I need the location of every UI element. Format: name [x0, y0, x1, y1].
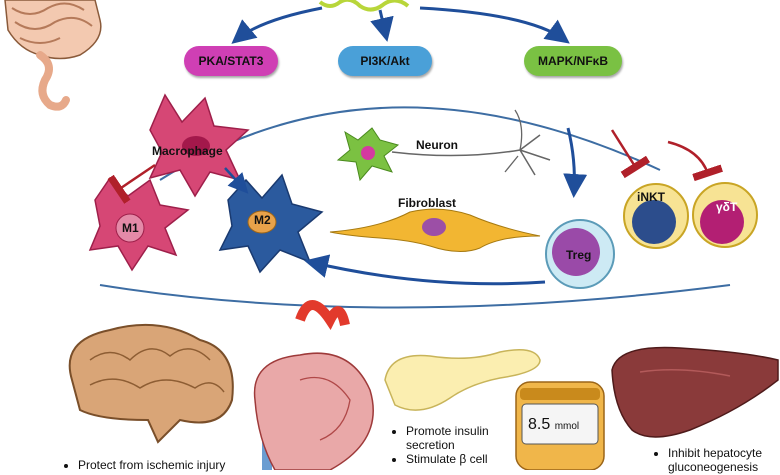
inhibit-gdt — [667, 140, 724, 182]
inhibit-macrophage-m1 — [107, 163, 156, 204]
pancreas-icon — [384, 349, 541, 411]
brain-effect-item: Protect from ischemic injury — [78, 458, 225, 472]
m2-cell-icon — [218, 173, 324, 274]
arrow-to-pka — [231, 6, 323, 44]
brain-icon — [68, 323, 234, 444]
pancreas-effect-item: Stimulate β cell — [406, 452, 510, 466]
arrow-to-pi3k — [370, 9, 394, 42]
label-fibroblast: Fibroblast — [398, 196, 457, 210]
pathway-pka: PKA/STAT3 — [184, 46, 278, 76]
label-gdt: γδT — [716, 200, 738, 214]
pancreas-effects: Promote insulin secretion Stimulate β ce… — [392, 424, 510, 466]
treg-cell-icon — [545, 219, 615, 289]
heart-icon — [253, 300, 374, 471]
arrow-treg-m2 — [304, 254, 546, 286]
inhibit-inkt — [610, 129, 651, 179]
label-m2: M2 — [254, 213, 271, 227]
liver-icon — [611, 346, 779, 438]
fibroblast-cell-icon — [329, 208, 541, 252]
pathway-pi3k: PI3K/Akt — [338, 46, 432, 76]
meter-value: 8.5 — [528, 416, 551, 433]
inkt-cell-icon — [623, 183, 689, 249]
meter-unit: mmol — [554, 421, 580, 432]
arrow-to-mapk — [419, 6, 570, 44]
neuron-cell-icon — [336, 109, 551, 182]
macrophage-cell-icon — [148, 93, 250, 198]
label-m1: M1 — [122, 221, 139, 235]
brain-effects: Protect from ischemic injury — [64, 458, 225, 472]
m1-cell-icon — [88, 176, 190, 272]
arrow-to-treg — [563, 127, 588, 198]
lower-arc — [99, 284, 731, 309]
glucose-meter-icon — [515, 381, 605, 471]
pancreas-effect-item: Promote insulin secretion — [406, 424, 510, 452]
arrow-macrophage-m2 — [224, 167, 249, 194]
microbe-icon — [318, 0, 410, 12]
label-inkt: iNKT — [637, 190, 665, 204]
label-macrophage: Macrophage — [152, 144, 223, 158]
pathway-mapk: MAPK/NFκB — [524, 46, 622, 76]
meter-readout: 8.5 mmol — [528, 416, 579, 434]
intestine-icon — [4, 0, 102, 111]
label-neuron: Neuron — [416, 138, 458, 152]
label-treg: Treg — [566, 248, 592, 262]
gdt-cell-icon — [692, 182, 758, 248]
